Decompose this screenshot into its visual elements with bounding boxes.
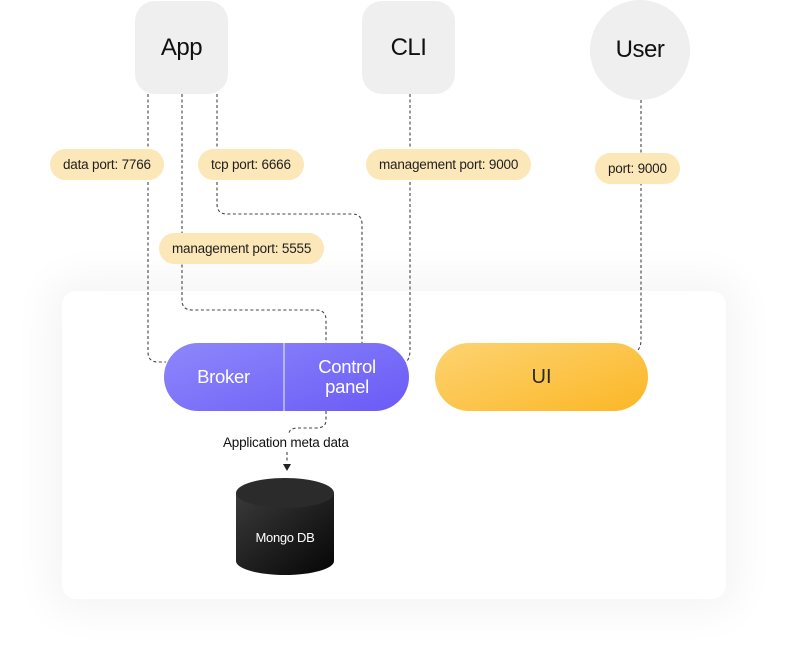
broker-label: Broker: [197, 366, 250, 387]
connector-meta-data: [288, 411, 327, 435]
application-meta-data-label: Application meta data: [223, 435, 349, 450]
tcp-port-tag: tcp port: 6666: [198, 149, 304, 180]
connector-management-port-app: [181, 94, 327, 344]
control-panel-service: Control panel: [285, 343, 409, 411]
connector-user-port: [635, 100, 642, 353]
arrow-down-icon: [283, 464, 291, 471]
control-panel-label-line1: Control: [318, 356, 376, 377]
mongo-db-label: Mongo DB: [255, 530, 315, 545]
ui-service: UI: [435, 343, 648, 411]
user-port-tag: port: 9000: [595, 153, 680, 184]
control-panel-label-line2: panel: [325, 376, 369, 397]
connector-tcp-port: [216, 94, 363, 344]
system-panel: [62, 291, 726, 599]
data-port-tag: data port: 7766: [50, 149, 164, 180]
cli-node: CLI: [362, 1, 455, 94]
broker-control-panel-pill: Broker Control panel: [164, 343, 409, 411]
user-label: User: [615, 36, 665, 63]
ui-label: UI: [531, 365, 552, 388]
management-port-cli-tag: management port: 9000: [366, 149, 532, 180]
cli-label: CLI: [390, 33, 427, 61]
management-port-app-tag: management port: 5555: [159, 233, 325, 264]
database-cylinder-icon: [236, 478, 334, 575]
app-node: App: [135, 1, 228, 94]
app-label: App: [160, 33, 203, 61]
user-node: User: [590, 0, 690, 100]
connector-management-port-cli: [403, 94, 411, 365]
pill-divider: [283, 343, 285, 411]
connector-data-port: [147, 94, 166, 363]
broker-service: Broker: [164, 343, 283, 411]
